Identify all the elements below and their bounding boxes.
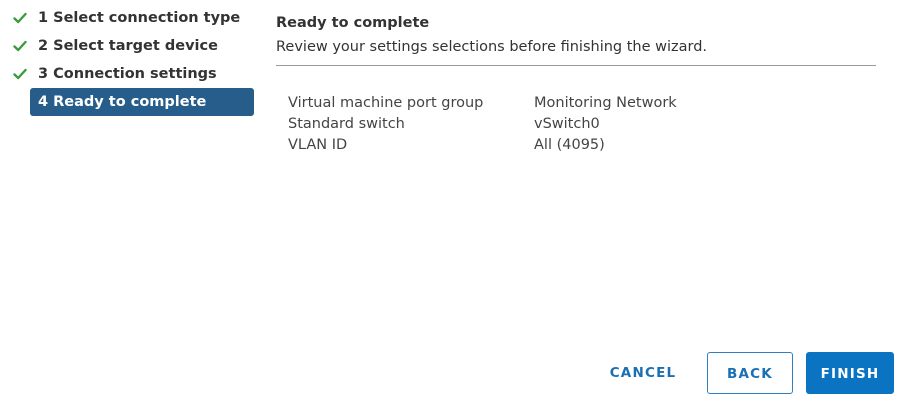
step-select-target-device[interactable]: 2 Select target device (0, 32, 262, 60)
step-select-connection-type[interactable]: 1 Select connection type (0, 4, 262, 32)
step-ready-to-complete[interactable]: 4 Ready to complete (30, 88, 254, 116)
summary-row: VLAN ID All (4095) (288, 135, 876, 156)
summary-row: Virtual machine port group Monitoring Ne… (288, 93, 876, 114)
settings-summary: Virtual machine port group Monitoring Ne… (288, 93, 876, 156)
summary-value: vSwitch0 (534, 116, 600, 132)
summary-key: Standard switch (288, 116, 405, 132)
summary-row: Standard switch vSwitch0 (288, 114, 876, 135)
page-subtitle: Review your settings selections before f… (276, 39, 708, 55)
finish-button[interactable]: FINISH (806, 352, 894, 394)
cancel-button[interactable]: CANCEL (609, 365, 677, 381)
step-label: 4 Ready to complete (38, 94, 207, 110)
check-icon (12, 32, 28, 60)
back-button[interactable]: BACK (707, 352, 793, 394)
wizard-footer: CANCEL BACK FINISH (0, 352, 906, 396)
summary-key: Virtual machine port group (288, 95, 484, 111)
check-icon (12, 4, 28, 32)
wizard-steps: 1 Select connection type 2 Select target… (0, 4, 262, 116)
summary-value: Monitoring Network (534, 95, 677, 111)
divider (276, 65, 876, 66)
step-label: 3 Connection settings (38, 66, 217, 82)
check-icon (12, 60, 28, 88)
summary-key: VLAN ID (288, 137, 348, 153)
summary-value: All (4095) (534, 137, 605, 153)
step-label: 2 Select target device (38, 38, 218, 54)
page-title: Ready to complete (276, 15, 430, 31)
step-connection-settings[interactable]: 3 Connection settings (0, 60, 262, 88)
step-label: 1 Select connection type (38, 10, 241, 26)
wizard-content: Ready to complete Review your settings s… (276, 12, 876, 156)
